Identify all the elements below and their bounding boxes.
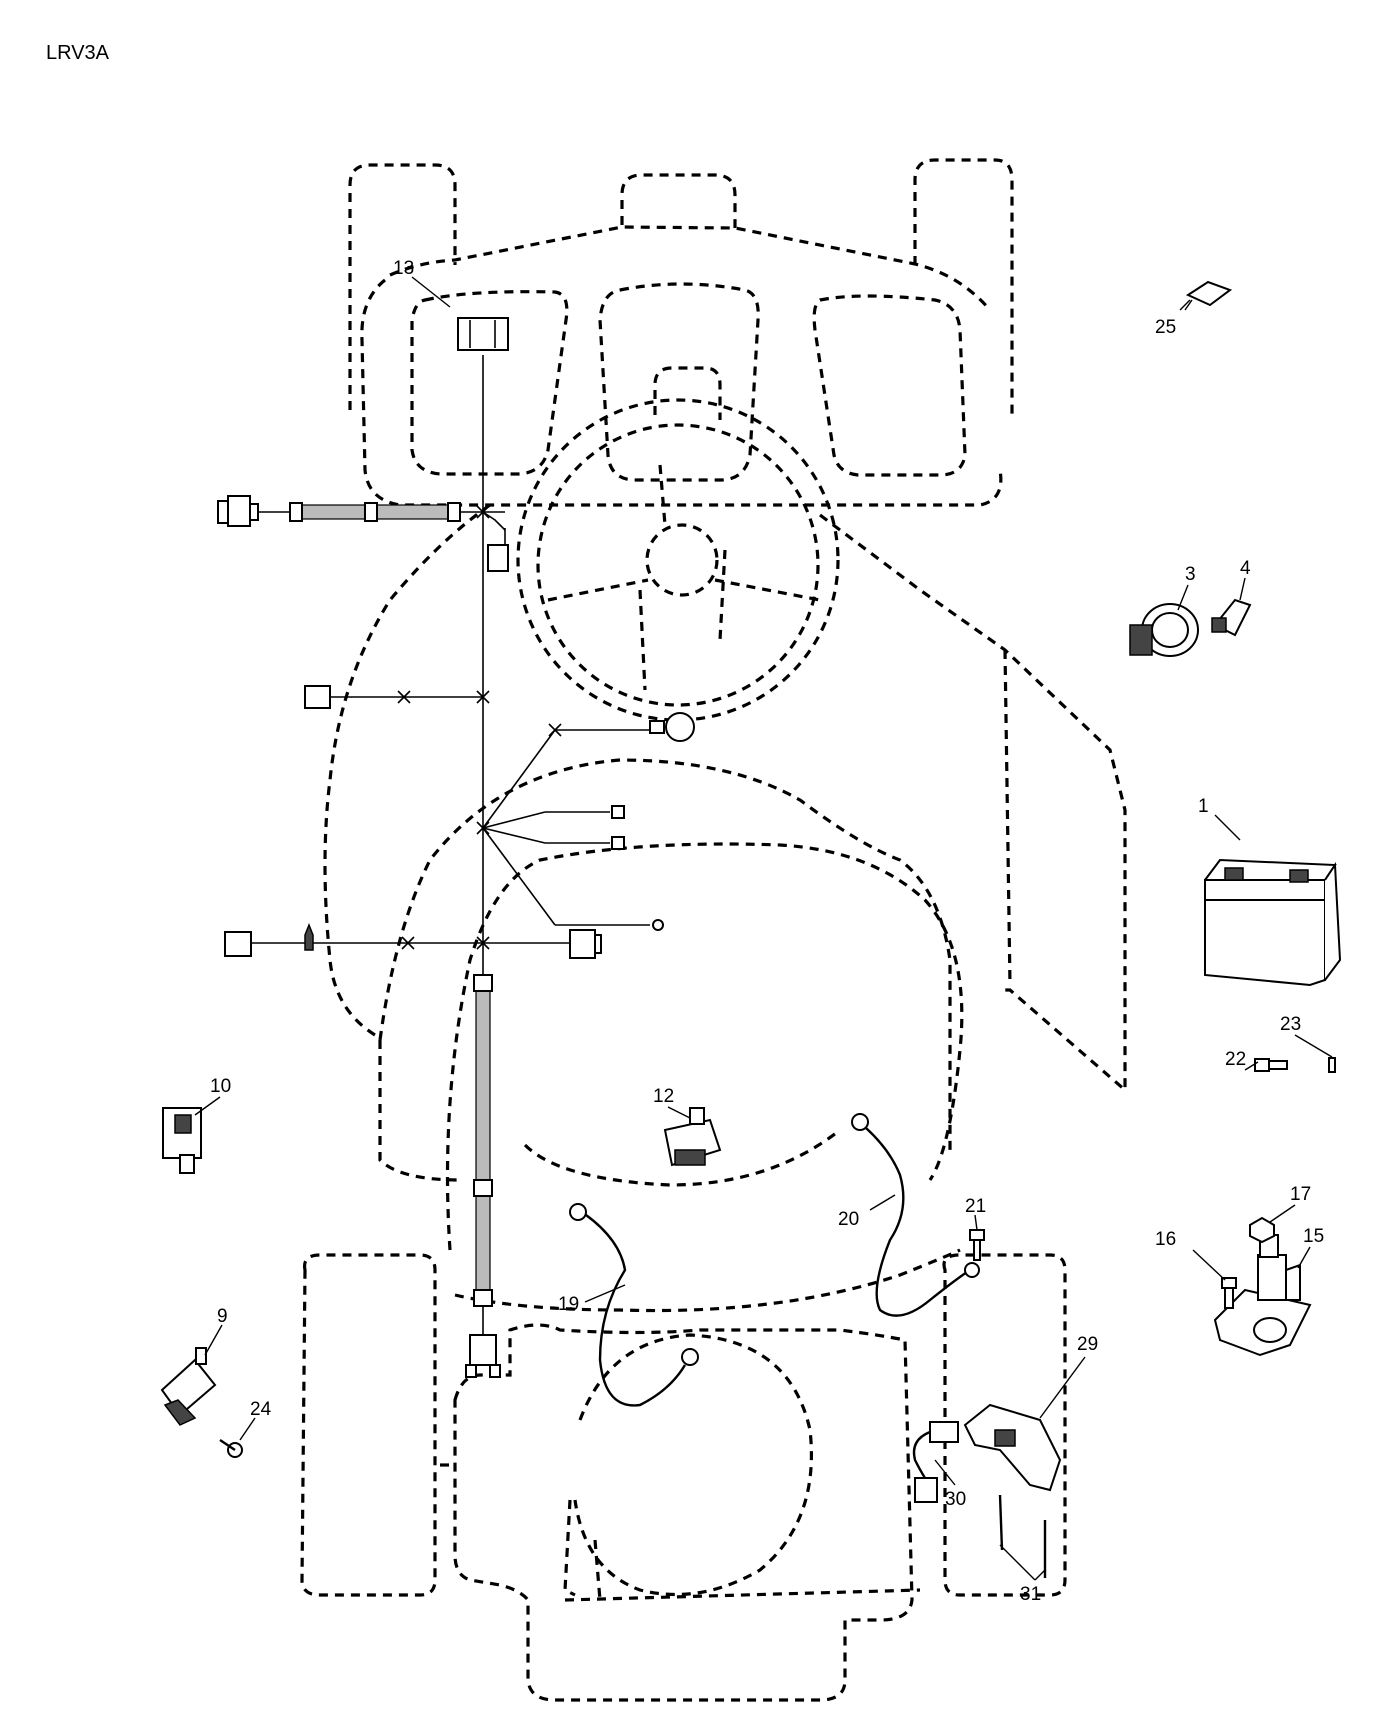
wiring-harness	[217, 317, 695, 1378]
solenoid-15	[1213, 1234, 1312, 1357]
connector-30	[912, 1421, 959, 1503]
callout-13: 13	[393, 258, 414, 279]
callout-19: 19	[558, 1294, 579, 1315]
connector-bottom	[469, 1334, 497, 1366]
nut-17	[1249, 1216, 1275, 1244]
switch-10	[162, 1107, 202, 1174]
plug-left-mid	[304, 685, 331, 709]
callout-24: 24	[250, 1399, 272, 1420]
ignition-switch	[1129, 603, 1199, 657]
ignition-ring	[665, 712, 695, 742]
connector-13	[457, 317, 509, 351]
callout-10: 10	[210, 1076, 231, 1097]
cable-19	[569, 1203, 699, 1407]
callout-12: 12	[653, 1086, 674, 1107]
plug-right-low	[569, 929, 596, 959]
bolt-22	[1254, 1058, 1288, 1072]
callout-20: 20	[838, 1209, 859, 1230]
pto-switch-12	[663, 1107, 722, 1167]
callout-3: 3	[1185, 564, 1196, 585]
seat-switch-9	[160, 1347, 217, 1426]
fuse-25	[1184, 280, 1233, 311]
callout-21: 21	[965, 1196, 986, 1217]
cable-20	[851, 1113, 980, 1317]
module-29	[963, 1403, 1062, 1492]
plug-small-1	[611, 805, 625, 819]
callout-31: 31	[1020, 1584, 1041, 1605]
bolt-24	[219, 1439, 243, 1458]
diagram-code: LRV3A	[46, 42, 110, 64]
plug-pointed	[304, 922, 314, 951]
plug-left-low	[224, 931, 252, 957]
callout-9: 9	[217, 1306, 228, 1327]
nut-23	[1328, 1057, 1336, 1073]
plug-small-2	[611, 836, 625, 850]
callout-15: 15	[1303, 1226, 1324, 1247]
callout-17: 17	[1290, 1184, 1311, 1205]
callout-29: 29	[1077, 1334, 1098, 1355]
callout-25: 25	[1155, 317, 1176, 338]
ground-ring	[652, 919, 664, 931]
callout-23: 23	[1280, 1014, 1301, 1035]
bolt-16	[1221, 1277, 1237, 1309]
battery	[1204, 858, 1342, 987]
callout-22: 22	[1225, 1049, 1246, 1070]
relay-4	[1211, 598, 1252, 637]
callout-1: 1	[1198, 796, 1209, 817]
tractor-outline	[300, 158, 1127, 1702]
callout-leaders	[194, 276, 1333, 1581]
callout-4: 4	[1240, 558, 1251, 579]
callout-labels: 1 3 4 9 10 12 13 15 16 17 19 20 21 22 23…	[210, 258, 1324, 1605]
relay-connector	[487, 544, 509, 572]
screws-31	[998, 1494, 1047, 1578]
callout-16: 16	[1155, 1229, 1176, 1250]
harness-sleeve-bottom	[475, 974, 491, 1296]
callout-30: 30	[945, 1489, 966, 1510]
